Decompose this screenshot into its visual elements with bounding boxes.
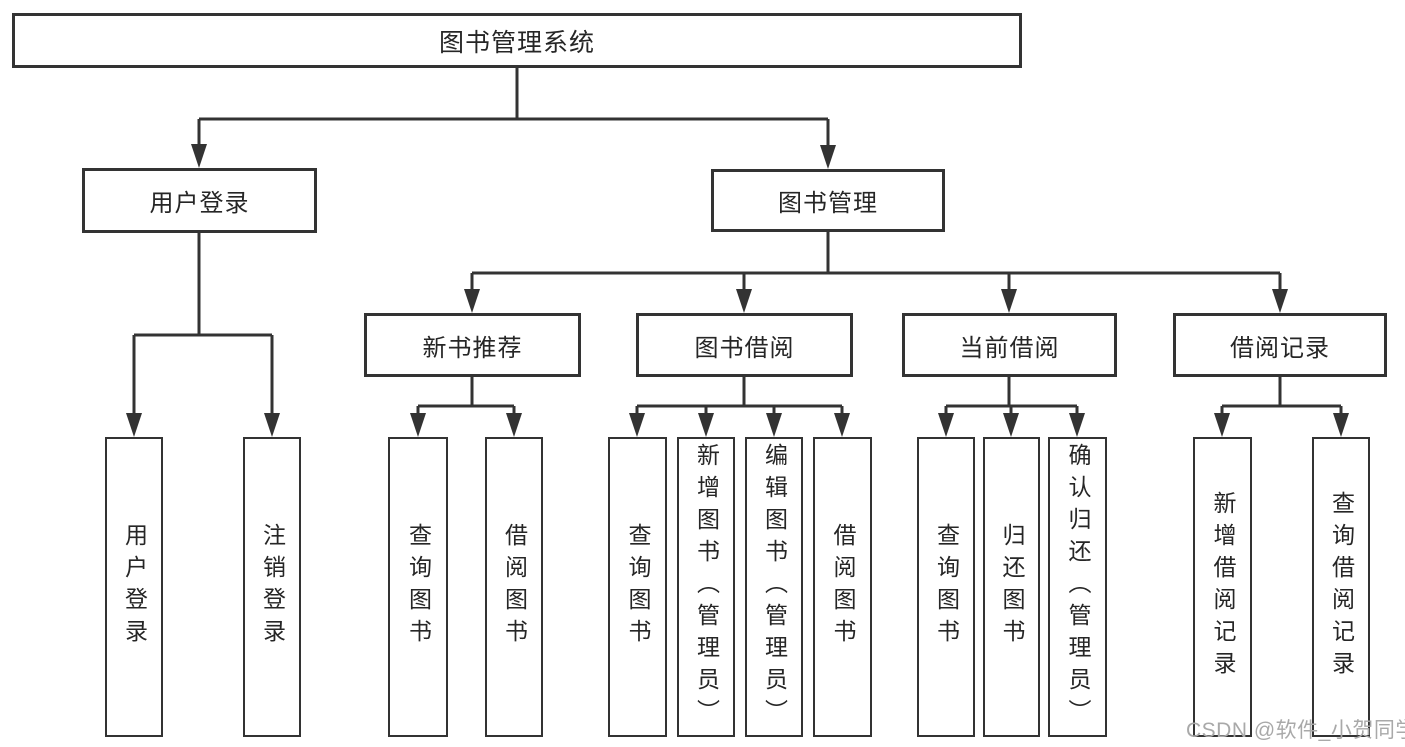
leaf-label: 查询图书: [625, 523, 651, 651]
node-current-borrow: 当前借阅: [902, 313, 1117, 377]
leaf-borrow-query-book: 查询图书: [608, 437, 667, 737]
leaf-recommend-query-book: 查询图书: [388, 437, 448, 737]
leaf-label: 编辑图书（管理员）: [761, 443, 788, 731]
csdn-watermark: CSDN @软件_小贺同学: [1186, 719, 1405, 742]
node-user-login: 用户登录: [82, 168, 317, 233]
leaf-current-query-book: 查询图书: [917, 437, 975, 737]
leaf-label: 注销登录: [259, 523, 286, 651]
node-book-management: 图书管理: [711, 169, 945, 232]
leaf-recommend-borrow-book: 借阅图书: [485, 437, 543, 737]
leaf-label: 借阅图书: [501, 523, 528, 651]
leaf-add-book-admin: 新增图书（管理员）: [677, 437, 735, 737]
leaf-label: 归还图书: [999, 523, 1025, 651]
leaf-label: 借阅图书: [830, 523, 856, 651]
leaf-label: 新增借阅记录: [1210, 491, 1236, 683]
leaf-user-login: 用户登录: [105, 437, 163, 737]
leaf-label: 查询图书: [933, 523, 960, 651]
leaf-label: 新增图书（管理员）: [693, 443, 720, 731]
node-book-borrow: 图书借阅: [636, 313, 853, 377]
leaf-label: 查询图书: [405, 523, 432, 651]
leaf-logout: 注销登录: [243, 437, 301, 737]
leaf-add-borrow-record: 新增借阅记录: [1193, 437, 1252, 737]
node-new-book-recommend: 新书推荐: [364, 313, 581, 377]
node-root: 图书管理系统: [12, 13, 1022, 68]
leaf-label: 查询借阅记录: [1328, 491, 1355, 683]
leaf-query-borrow-record: 查询借阅记录: [1312, 437, 1370, 737]
leaf-return-book: 归还图书: [983, 437, 1040, 737]
leaf-borrow-book: 借阅图书: [813, 437, 872, 737]
leaf-label: 用户登录: [121, 523, 148, 651]
node-borrow-records: 借阅记录: [1173, 313, 1387, 377]
leaf-edit-book-admin: 编辑图书（管理员）: [745, 437, 803, 737]
leaf-label: 确认归还（管理员）: [1065, 443, 1091, 731]
leaf-confirm-return-admin: 确认归还（管理员）: [1048, 437, 1107, 737]
